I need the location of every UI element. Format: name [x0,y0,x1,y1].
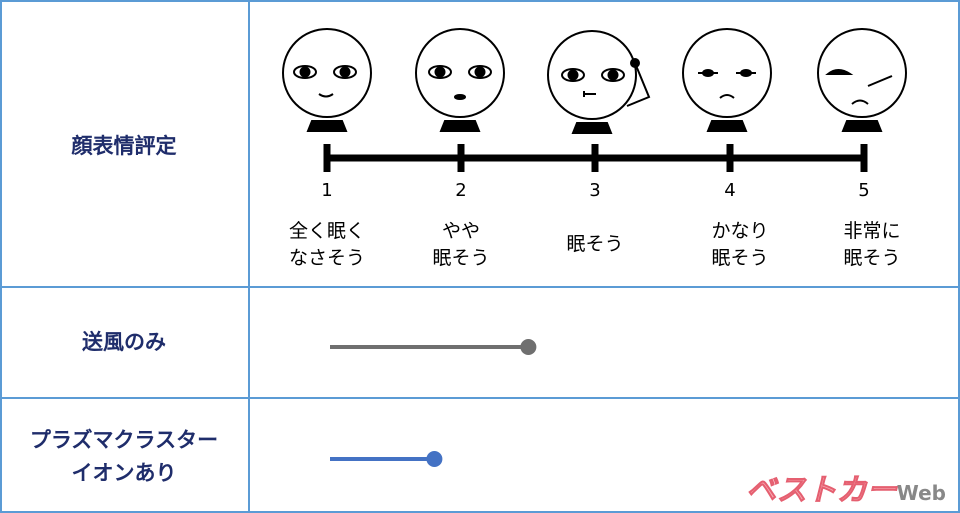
face-3 [547,30,651,134]
caption-2: やや 眠そう [432,220,490,269]
row-label-fan-only: 送風のみ [82,330,166,354]
tick-5: 5 [858,180,870,201]
row-label-rating: 顔表情評定 [71,134,177,158]
face-1 [282,28,372,132]
tick-4: 4 [724,180,736,201]
result-marker [426,451,443,467]
face-4 [682,28,772,132]
column-divider [248,0,250,513]
bestcar-web-logo: ベストカーWeb [746,473,946,509]
scale-axis [323,144,868,172]
row-divider [0,397,960,399]
caption-5: 非常に 眠そう [843,220,901,269]
caption-3: 眠そう [566,233,624,255]
caption-1: 全く眠く なさそう [288,220,365,269]
caption-4: かなり 眠そう [711,220,769,269]
tick-2: 2 [455,180,467,201]
row-divider [0,286,960,288]
result-marker [520,339,537,355]
tick-3: 3 [589,180,601,201]
row-label-plasmacluster: プラズマクラスター イオンあり [29,428,219,485]
face-5 [817,28,907,132]
face-2 [415,28,505,132]
tick-1: 1 [321,180,333,201]
